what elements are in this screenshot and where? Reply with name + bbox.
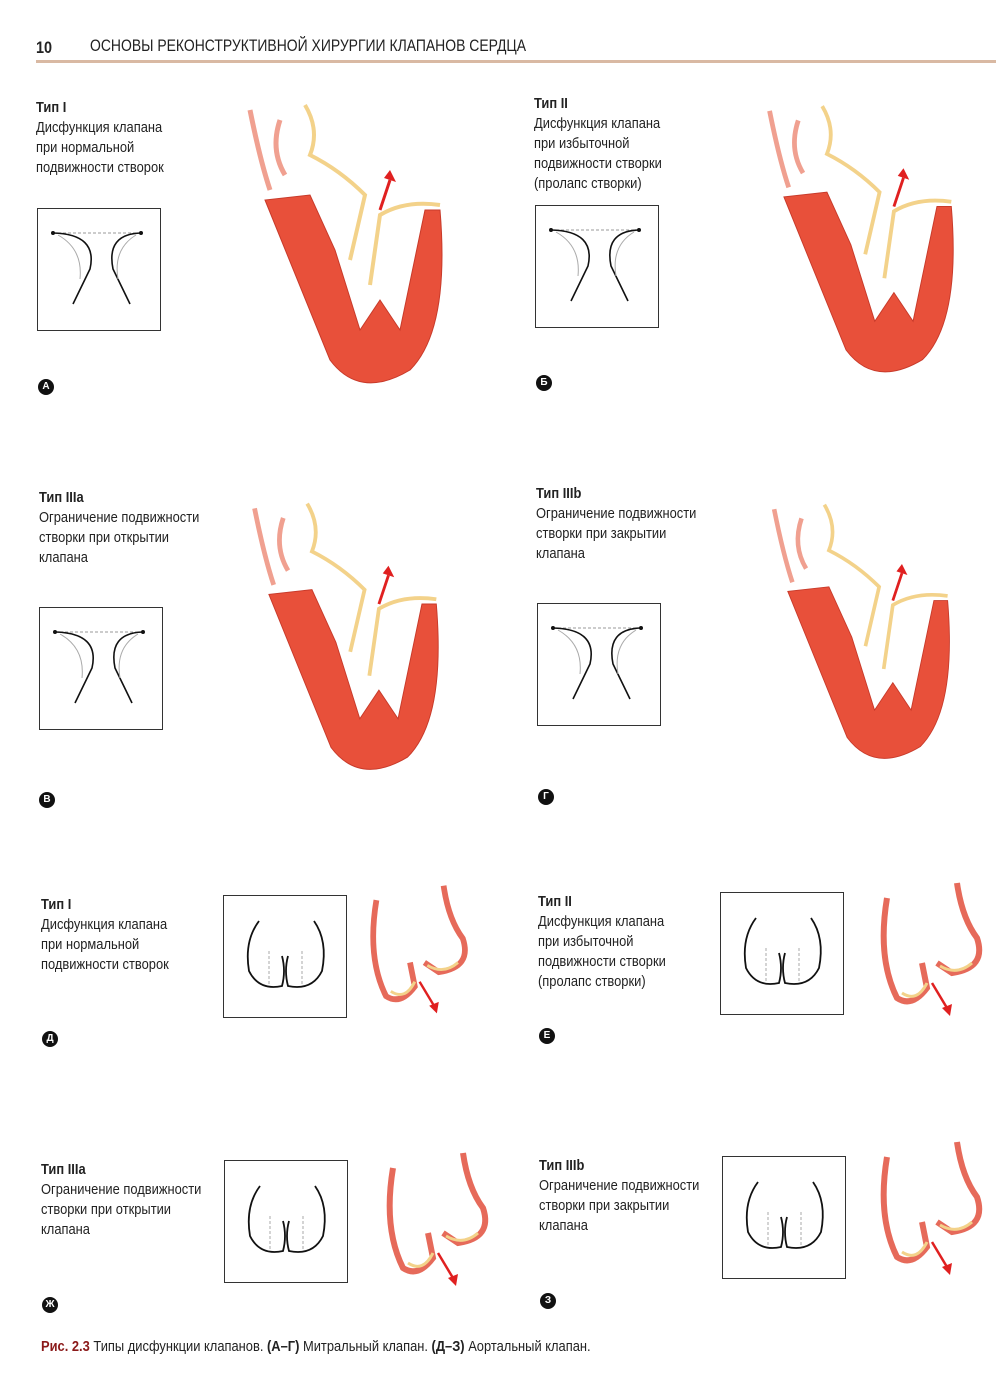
mitral-leaflet-diagram (39, 607, 163, 730)
panel-description-line: при избыточной (538, 933, 634, 950)
panel-description-line: клапана (41, 1221, 90, 1238)
panel-description-line: (пролапс створки) (538, 973, 646, 990)
panel-description-line: подвижности створки (538, 953, 666, 970)
running-header: ОСНОВЫ РЕКОНСТРУКТИВНОЙ ХИРУРГИИ КЛАПАНО… (90, 36, 527, 55)
caption-text: Аортальный клапан. (464, 1338, 591, 1355)
panel-description-line: Ограничение подвижности (539, 1177, 700, 1194)
panel-description-line: Дисфункция клапана (534, 115, 661, 132)
panel-description-line: Дисфункция клапана (36, 119, 163, 136)
caption-text: Типы дисфункции клапанов. (89, 1338, 267, 1355)
caption-fig-number: Рис. 2.3 (41, 1338, 90, 1355)
panel-description: Тип I Дисфункция клапана при нормальной под… (36, 98, 164, 178)
figure-caption: Рис. 2.3 Типы дисфункции клапанов. (А–Г)… (41, 1338, 591, 1355)
panel-description: Тип I Дисфункция клапана при нормальной под… (41, 895, 169, 975)
panel-letter-badge: Ж (42, 1297, 58, 1313)
panel-letter-badge: Б (536, 375, 552, 391)
panel-type-title: Тип IIIa (39, 489, 84, 506)
aortic-root-illustration (872, 878, 997, 1023)
panel-description: Тип II Дисфункция клапана при избыточной по… (538, 892, 666, 992)
aortic-cusp-diagram (224, 1160, 348, 1283)
panel-letter-badge: А (38, 379, 54, 395)
panel-type-title: Тип II (534, 95, 568, 112)
panel-description-line: при нормальной (41, 936, 140, 953)
panel-description: Тип II Дисфункция клапана при избыточной по… (534, 94, 662, 194)
panel-type-title: Тип I (41, 896, 72, 913)
caption-ref: (Д–З) (431, 1338, 465, 1355)
panel-letter-badge: Г (538, 789, 554, 805)
panel-description-line: створки при открытии (41, 1201, 172, 1218)
heart-section-illustration (245, 490, 465, 785)
panel-description-line: при избыточной (534, 135, 630, 152)
panel-type-title: Тип I (36, 99, 67, 116)
panel-type-title: Тип IIIb (539, 1157, 585, 1174)
heart-section-illustration (760, 95, 980, 385)
panel-type-title: Тип IIIb (536, 485, 582, 502)
panel-description-line: подвижности створок (41, 956, 169, 973)
panel-description-line: створки при закрытии (536, 525, 667, 542)
panel-description-line: подвижности створки (534, 155, 662, 172)
aortic-root-illustration (872, 1132, 997, 1287)
panel-description-line: подвижности створок (36, 159, 164, 176)
heart-section-illustration (240, 100, 470, 390)
caption-ref: (А–Г) (266, 1338, 300, 1355)
panel-type-title: Тип IIIa (41, 1161, 86, 1178)
aortic-cusp-diagram (223, 895, 347, 1018)
page-number: 10 (36, 38, 53, 57)
panel-description-line: (пролапс створки) (534, 175, 642, 192)
panel-description-line: при нормальной (36, 139, 135, 156)
aortic-root-illustration (378, 1148, 503, 1293)
panel-letter-badge: В (39, 792, 55, 808)
panel-description-line: Дисфункция клапана (41, 916, 168, 933)
aortic-cusp-diagram (722, 1156, 846, 1279)
aortic-root-illustration (362, 878, 482, 1023)
panel-description-line: клапана (39, 549, 88, 566)
heart-section-illustration (765, 460, 975, 805)
aortic-cusp-diagram (720, 892, 844, 1015)
panel-description-line: Ограничение подвижности (536, 505, 697, 522)
panel-description-line: Дисфункция клапана (538, 913, 665, 930)
panel-description-line: створки при открытии (39, 529, 170, 546)
panel-letter-badge: Д (42, 1031, 58, 1047)
caption-text: Митральный клапан. (299, 1338, 432, 1355)
panel-description-line: клапана (536, 545, 585, 562)
mitral-leaflet-diagram (537, 603, 661, 726)
mitral-leaflet-diagram (535, 205, 659, 328)
panel-description-line: створки при закрытии (539, 1197, 670, 1214)
panel-description-line: Ограничение подвижности (39, 509, 200, 526)
header-rule (36, 60, 996, 63)
panel-type-title: Тип II (538, 893, 572, 910)
panel-letter-badge: З (540, 1293, 556, 1309)
panel-description-line: Ограничение подвижности (41, 1181, 202, 1198)
mitral-leaflet-diagram (37, 208, 161, 331)
panel-description-line: клапана (539, 1217, 588, 1234)
panel-letter-badge: Е (539, 1028, 555, 1044)
